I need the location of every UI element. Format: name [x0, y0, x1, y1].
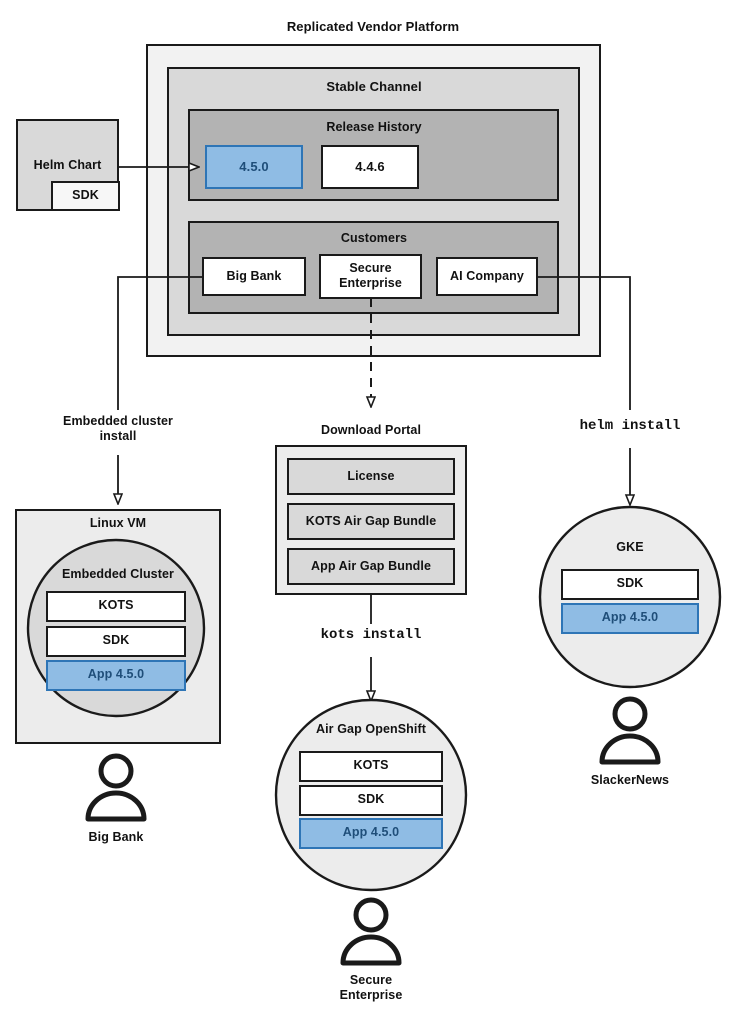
edge-label-helm-install: helm install	[579, 418, 681, 434]
download-portal-label[interactable]: Download Portal	[320, 423, 422, 437]
customer-box-ai-company[interactable]	[436, 257, 538, 296]
gke-label-app[interactable]: App 4.5.0	[601, 610, 659, 624]
release-box-446[interactable]	[321, 145, 419, 189]
embedded-cluster-label-kots[interactable]: KOTS	[98, 598, 134, 612]
customer-box-secure-enterprise[interactable]	[319, 254, 422, 299]
embedded-cluster-label-sdk[interactable]: SDK	[102, 633, 130, 647]
edge-ai-company-to-gke-upper	[537, 276, 631, 410]
download-portal-label-license[interactable]: License	[347, 469, 395, 483]
openshift-label-kots[interactable]: KOTS	[353, 758, 389, 772]
helm-chart-label[interactable]: Helm Chart	[33, 158, 102, 172]
embedded-cluster-component-sdk[interactable]	[46, 626, 186, 657]
customer-label-ai-company[interactable]: AI Company	[450, 269, 524, 283]
download-portal-artifact-kots-bundle[interactable]	[287, 503, 455, 540]
page-title: Replicated Vendor Platform	[286, 19, 460, 34]
linux-vm-label[interactable]: Linux VM	[89, 516, 147, 530]
actor-label-slackernews: SlackerNews	[590, 773, 670, 787]
openshift-label-sdk[interactable]: SDK	[357, 792, 385, 806]
download-portal-artifact-app-bundle[interactable]	[287, 548, 455, 585]
actor-icon-secure-enterprise	[340, 897, 402, 966]
gke-label[interactable]: GKE	[616, 540, 644, 554]
download-portal-label-kots-bundle[interactable]: KOTS Air Gap Bundle	[305, 514, 437, 528]
customer-label-big-bank[interactable]: Big Bank	[226, 269, 282, 283]
gke-label-sdk[interactable]: SDK	[616, 576, 644, 590]
embedded-cluster-label-app[interactable]: App 4.5.0	[87, 667, 145, 681]
customer-box-big-bank[interactable]	[202, 257, 306, 296]
actor-icon-slackernews	[599, 696, 661, 765]
embedded-cluster-component-app[interactable]	[46, 660, 186, 691]
edge-label-embedded-cluster-install: Embedded cluster install	[63, 414, 173, 443]
download-portal-label-app-bundle[interactable]: App Air Gap Bundle	[310, 559, 432, 573]
release-version-446[interactable]: 4.4.6	[355, 159, 385, 174]
release-history-label: Release History	[326, 120, 422, 134]
edge-label-kots-install: kots install	[320, 627, 422, 643]
download-portal-artifact-license[interactable]	[287, 458, 455, 495]
actor-label-big-bank: Big Bank	[88, 830, 144, 844]
openshift-component-sdk[interactable]	[299, 785, 443, 816]
customers-label: Customers	[340, 231, 408, 245]
release-box-450[interactable]	[205, 145, 303, 189]
stable-channel-label: Stable Channel	[326, 79, 422, 94]
openshift-component-app[interactable]	[299, 818, 443, 849]
actor-label-secure-enterprise: Secure Enterprise	[339, 973, 403, 1002]
customer-label-secure-enterprise[interactable]: Secure Enterprise	[339, 261, 402, 290]
embedded-cluster-component-kots[interactable]	[46, 591, 186, 622]
release-version-450[interactable]: 4.5.0	[239, 159, 269, 174]
edge-big-bank-to-linux-vm-upper	[117, 276, 203, 410]
helm-chart-sdk-box[interactable]	[51, 181, 120, 211]
helm-chart-sdk-label[interactable]: SDK	[72, 188, 99, 202]
actor-icon-big-bank	[85, 753, 147, 822]
gke-component-sdk[interactable]	[561, 569, 699, 600]
air-gap-openshift-label[interactable]: Air Gap OpenShift	[315, 722, 427, 736]
openshift-component-kots[interactable]	[299, 751, 443, 782]
openshift-label-app[interactable]: App 4.5.0	[342, 825, 400, 839]
embedded-cluster-label: Embedded Cluster	[61, 567, 175, 581]
gke-component-app[interactable]	[561, 603, 699, 634]
